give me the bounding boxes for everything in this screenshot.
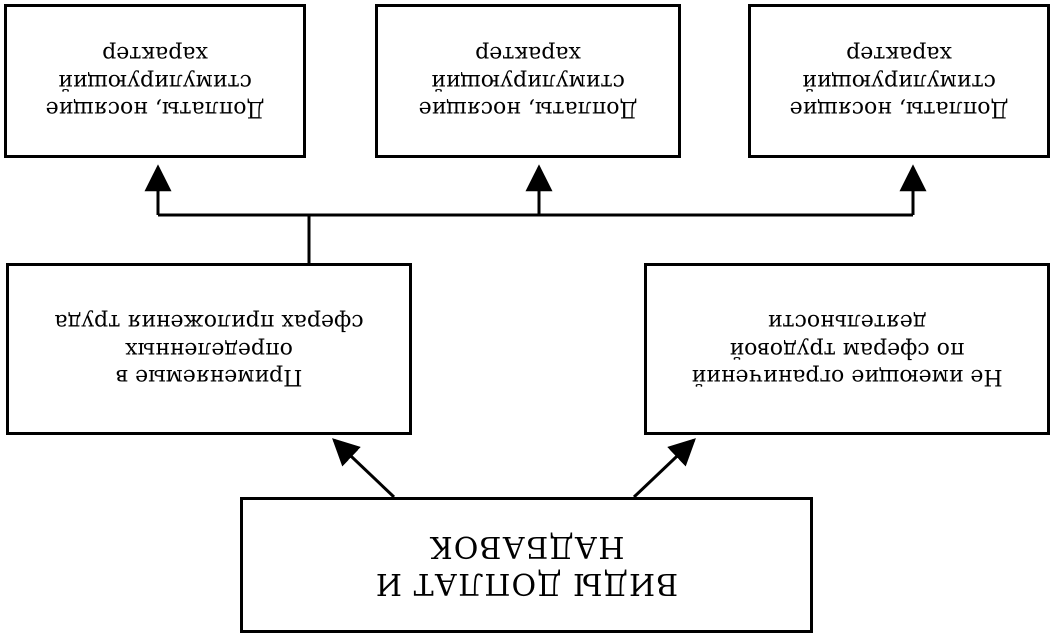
- root-label: ВИДЫ ДОПЛАТ И НАДБАВОК: [374, 529, 679, 602]
- leaf-box-3: Доплаты, носящие стимулирующий характер: [4, 4, 306, 158]
- middle-label-no-restrictions: Не имеющие ограничений по сферам трудово…: [691, 309, 1003, 390]
- middle-label-specific-spheres: Применяемые в определенных сферах прилож…: [54, 309, 364, 390]
- arrow-root-to-middle-right: [332, 438, 396, 499]
- leaf-box-1: Доплаты, носящие стимулирующий характер: [748, 4, 1050, 158]
- leaf-label-2: Доплаты, носящие стимулирующий характер: [418, 41, 638, 122]
- leaf-label-1: Доплаты, носящие стимулирующий характер: [789, 41, 1009, 122]
- middle-box-no-restrictions: Не имеющие ограничений по сферам трудово…: [644, 263, 1050, 435]
- arrow-root-to-middle-left: [632, 438, 696, 499]
- root-box: ВИДЫ ДОПЛАТ И НАДБАВОК: [240, 497, 813, 633]
- middle-box-specific-spheres: Применяемые в определенных сферах прилож…: [6, 263, 412, 435]
- leaf-box-2: Доплаты, носящие стимулирующий характер: [375, 4, 681, 158]
- leaf-label-3: Доплаты, носящие стимулирующий характер: [45, 41, 265, 122]
